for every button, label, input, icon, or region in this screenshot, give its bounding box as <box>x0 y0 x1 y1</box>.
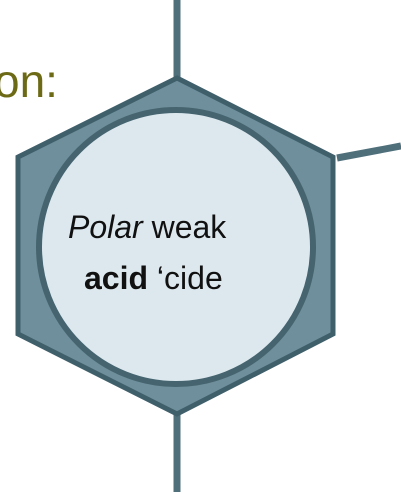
center-circle <box>36 107 316 387</box>
polar-word: Polar <box>68 209 144 245</box>
acid-word: acid <box>84 260 148 296</box>
right-bond-line <box>336 142 401 162</box>
weak-word: weak <box>143 209 228 245</box>
molecule-label-line-2: acid ‘cide <box>84 260 223 296</box>
cide-word: ‘cide <box>148 260 223 296</box>
heading-fragment: on: <box>0 55 58 107</box>
molecule-label-line-1: Polar weak <box>68 209 227 245</box>
